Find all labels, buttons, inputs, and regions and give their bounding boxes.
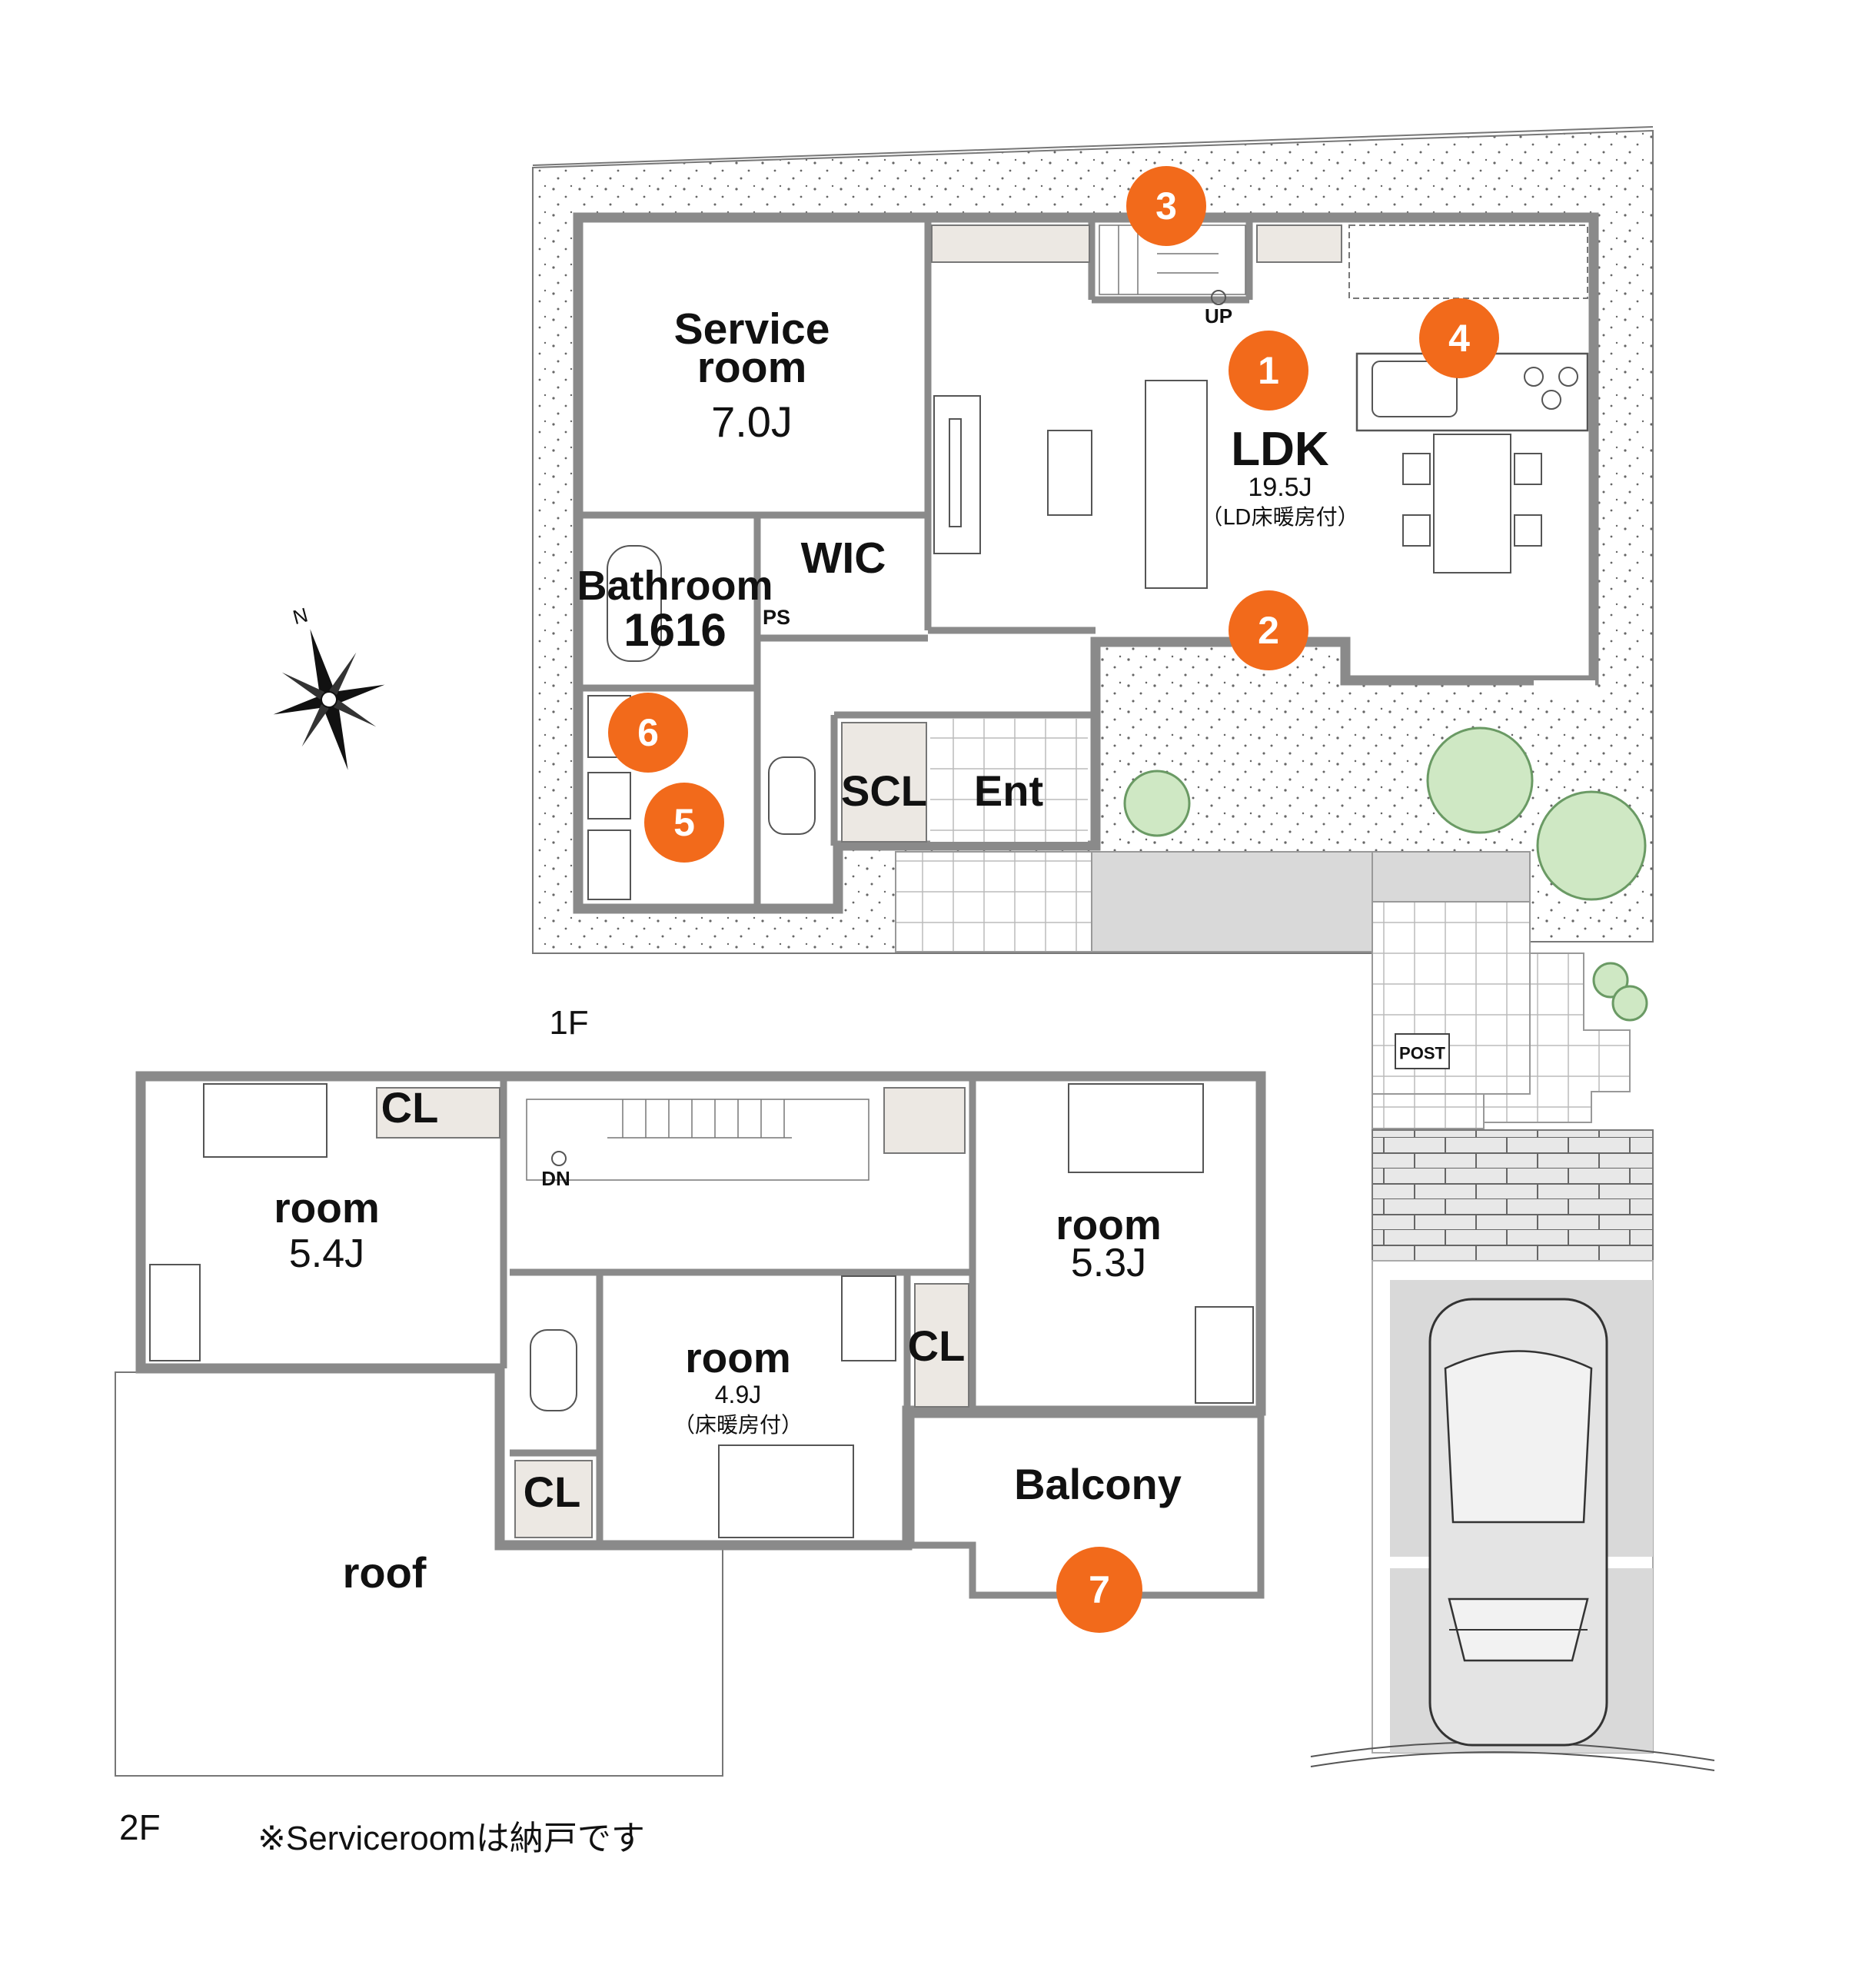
compass-north-label: N: [291, 603, 311, 629]
bathroom-name: Bathroom: [577, 563, 773, 609]
room-east-size: 5.3J: [1071, 1241, 1146, 1285]
house-2f: [115, 1071, 1266, 1777]
ldk-size: 19.5J: [1248, 473, 1312, 502]
stair-up-label: UP: [1205, 304, 1232, 327]
footnote: ※Serviceroomは納戸です: [258, 1820, 645, 1857]
bathroom-size: 1616: [623, 604, 726, 656]
ent-name: Ent: [974, 766, 1043, 815]
ldk-note: （LD床暖房付）: [1201, 504, 1358, 530]
cl-mid-name: CL: [908, 1321, 966, 1370]
balcony-name: Balcony: [1014, 1460, 1182, 1508]
svg-text:6: 6: [637, 711, 659, 754]
ldk-name: LDK: [1231, 423, 1329, 476]
room-west-name: room: [274, 1184, 380, 1232]
scl-name: SCL: [841, 766, 927, 815]
service-room-size: 7.0J: [711, 397, 793, 446]
wic-name: WIC: [801, 534, 886, 583]
photo-marker-7[interactable]: 7: [1056, 1547, 1142, 1633]
room-center-size: 4.9J: [715, 1381, 761, 1408]
room-center-name: room: [685, 1334, 791, 1381]
room-west-size: 5.4J: [289, 1232, 364, 1276]
svg-text:2: 2: [1258, 609, 1279, 652]
cl-top-name: CL: [381, 1083, 439, 1132]
stair-down-label: DN: [541, 1167, 570, 1190]
ps-label: PS: [763, 606, 790, 629]
svg-text:5: 5: [673, 801, 695, 844]
room-east-name: room: [1056, 1201, 1162, 1248]
photo-marker-6[interactable]: 6: [608, 693, 688, 773]
room-center-note: （床暖房付）: [673, 1412, 803, 1438]
svg-text:1: 1: [1258, 349, 1279, 392]
cl-bottom-name: CL: [524, 1468, 581, 1516]
svg-text:3: 3: [1155, 185, 1177, 228]
compass-icon: [273, 629, 385, 770]
house-1f: UP: [573, 212, 1599, 914]
photo-marker-5[interactable]: 5: [644, 783, 724, 863]
tree-icon: [1123, 726, 1648, 1022]
photo-marker-1[interactable]: 1: [1229, 331, 1308, 411]
car-icon: [1428, 1298, 1608, 1747]
svg-text:7: 7: [1089, 1568, 1110, 1611]
photo-marker-4[interactable]: 4: [1419, 298, 1499, 378]
service-room-name-line1: Service: [674, 304, 830, 354]
post-label: POST: [1399, 1044, 1445, 1063]
photo-marker-2[interactable]: 2: [1229, 590, 1308, 670]
floor1-label: 1F: [549, 1004, 588, 1042]
post-box: [1395, 1033, 1450, 1069]
service-room-name-line2: room: [697, 343, 807, 392]
svg-text:4: 4: [1448, 317, 1470, 360]
photo-marker-3[interactable]: 3: [1126, 166, 1206, 246]
roof-name: roof: [343, 1548, 427, 1597]
floor2-label: 2F: [119, 1807, 161, 1847]
